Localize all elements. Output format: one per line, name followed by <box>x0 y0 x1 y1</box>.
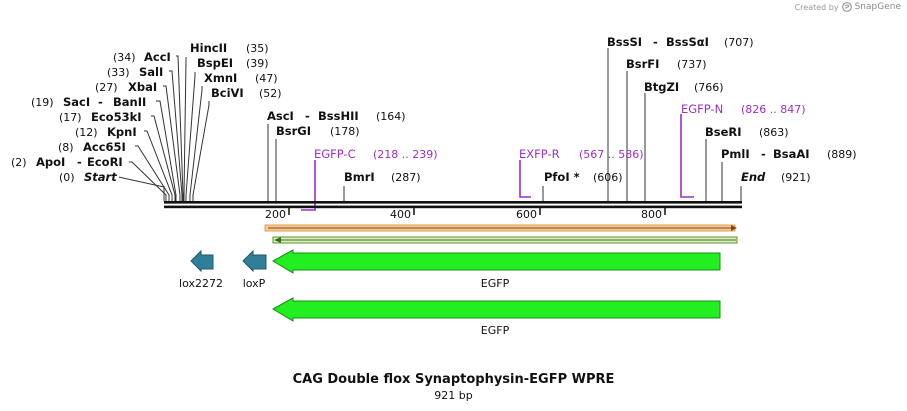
site-position: (737) <box>677 58 707 71</box>
site-name-ecori[interactable]: EcoRI <box>87 155 123 169</box>
egfp-arrow-icon <box>271 249 721 274</box>
right-site-labels: BssSI - BssSαI (707) BsrFI (737) BtgZI (… <box>607 35 857 184</box>
site-name-asci[interactable]: AscI <box>267 109 294 123</box>
site-name-eco53ki[interactable]: Eco53kI <box>91 110 142 124</box>
site-name-bmri[interactable]: BmrI <box>344 170 375 184</box>
orf-forward[interactable] <box>264 224 737 232</box>
feature-label: lox2272 <box>179 277 223 290</box>
site-separator: - <box>761 147 766 161</box>
egfp-arrow-icon <box>271 297 721 322</box>
snapgene-logo-icon <box>841 2 852 12</box>
site-name-kpni[interactable]: KpnI <box>107 125 137 139</box>
primer-range: (567 .. 586) <box>579 148 644 161</box>
site-name-bsshii[interactable]: BssHII <box>318 109 359 123</box>
sequence-backbone <box>164 201 742 209</box>
site-name-bsaai[interactable]: BsaAI <box>773 147 810 161</box>
site-position: (19) <box>31 96 54 109</box>
primer-range: (826 .. 847) <box>741 103 806 116</box>
ruler-tick-label: 200 <box>265 208 286 221</box>
site-position: (921) <box>781 171 811 184</box>
feature-loxp[interactable]: loxP <box>242 249 267 290</box>
site-separator: - <box>98 95 103 109</box>
site-position: (17) <box>59 111 82 124</box>
site-name-banii[interactable]: BanII <box>113 95 146 109</box>
site-position: (707) <box>724 36 754 49</box>
site-position: (2) <box>11 156 27 169</box>
orf-reverse[interactable] <box>272 236 738 244</box>
app-credit: Created by SnapGene <box>795 2 901 12</box>
primer-marks <box>301 114 694 211</box>
site-separator: - <box>305 109 310 123</box>
site-position: (39) <box>246 57 269 70</box>
site-name-btgzi[interactable]: BtgZI <box>644 80 679 94</box>
site-name-pfoi[interactable]: PfoI * <box>544 170 580 184</box>
lox2272-arrow-icon <box>190 249 214 273</box>
site-name-bsrfi[interactable]: BsrFI <box>626 57 659 71</box>
site-position: (47) <box>255 72 278 85</box>
site-name-bsssi[interactable]: BssSI <box>607 35 642 49</box>
primer-exfp-r-mark <box>519 160 531 198</box>
site-position: (766) <box>694 81 724 94</box>
site-name-xmni[interactable]: XmnI <box>204 71 237 85</box>
site-separator: - <box>653 35 658 49</box>
site-name-hincii[interactable]: HincII <box>190 41 227 55</box>
cut-site-lines <box>118 48 742 201</box>
primer-exfp-r-label[interactable]: EXFP-R <box>519 147 560 161</box>
site-separator: - <box>77 155 82 169</box>
site-name-xbai[interactable]: XbaI <box>128 80 157 94</box>
site-name-bseri[interactable]: BseRI <box>705 125 742 139</box>
sequence-length: 921 bp <box>434 389 473 402</box>
map-title: CAG Double flox Synaptophysin-EGFP WPRE <box>292 372 615 387</box>
site-name-acc65i[interactable]: Acc65I <box>83 140 126 154</box>
feature-egfp-1[interactable]: EGFP <box>271 249 721 290</box>
primer-egfp-c-mark <box>301 160 316 211</box>
site-position: (164) <box>376 110 406 123</box>
site-position: (606) <box>593 171 623 184</box>
site-name-acci[interactable]: AccI <box>144 50 171 64</box>
left-site-labels: (34) AccI (33) SalI (27) XbaI (19) SacI … <box>11 50 171 184</box>
site-name-end: End <box>741 170 766 184</box>
site-position: (34) <box>113 51 136 64</box>
mid-site-labels: AscI - BssHII (164) BsrGI (178) BmrI (28… <box>267 109 623 184</box>
site-position: (287) <box>391 171 421 184</box>
primer-egfp-n-mark <box>680 114 694 198</box>
site-name-bsssai[interactable]: BssSαI <box>666 35 709 49</box>
site-name-pmli[interactable]: PmlI <box>721 147 750 161</box>
feature-egfp-2[interactable]: EGFP <box>271 297 721 337</box>
loxp-arrow-icon <box>242 249 267 273</box>
ruler-tick-label: 600 <box>516 208 537 221</box>
site-name-bsrgi[interactable]: BsrGI <box>276 124 311 138</box>
primer-labels: EGFP-C (218 .. 239) EXFP-R (567 .. 586) … <box>314 102 806 161</box>
site-name-saci[interactable]: SacI <box>63 95 90 109</box>
feature-lox2272[interactable]: lox2272 <box>179 249 223 290</box>
credit-brand: SnapGene <box>854 2 901 12</box>
ruler-tick-label: 400 <box>390 208 411 221</box>
site-position: (8) <box>58 141 74 154</box>
site-position: (35) <box>246 42 269 55</box>
site-position: (12) <box>75 126 98 139</box>
site-position: (52) <box>259 87 282 100</box>
site-position: (863) <box>759 126 789 139</box>
feature-label: loxP <box>243 277 266 290</box>
site-position: (27) <box>95 81 118 94</box>
feature-label: EGFP <box>481 277 510 290</box>
site-position: (0) <box>59 171 75 184</box>
upper-site-labels: HincII (35) BspEI (39) XmnI (47) BciVI (… <box>190 41 282 100</box>
site-name-bcivi[interactable]: BciVI <box>211 86 244 100</box>
ruler-tick-label: 800 <box>641 208 662 221</box>
site-name-bspei[interactable]: BspEI <box>197 56 233 70</box>
primer-egfp-c-label[interactable]: EGFP-C <box>314 147 356 161</box>
site-position: (33) <box>107 66 130 79</box>
site-name-sali[interactable]: SalI <box>139 65 163 79</box>
primer-egfp-n-label[interactable]: EGFP-N <box>681 102 723 116</box>
primer-range: (218 .. 239) <box>373 148 438 161</box>
site-position: (889) <box>827 148 857 161</box>
feature-label: EGFP <box>481 324 510 337</box>
site-name-start: Start <box>84 170 117 184</box>
site-position: (178) <box>330 125 360 138</box>
site-name-apoi[interactable]: ApoI <box>36 155 65 169</box>
ruler: 200 400 600 800 <box>265 208 666 221</box>
credit-prefix: Created by <box>794 2 839 12</box>
